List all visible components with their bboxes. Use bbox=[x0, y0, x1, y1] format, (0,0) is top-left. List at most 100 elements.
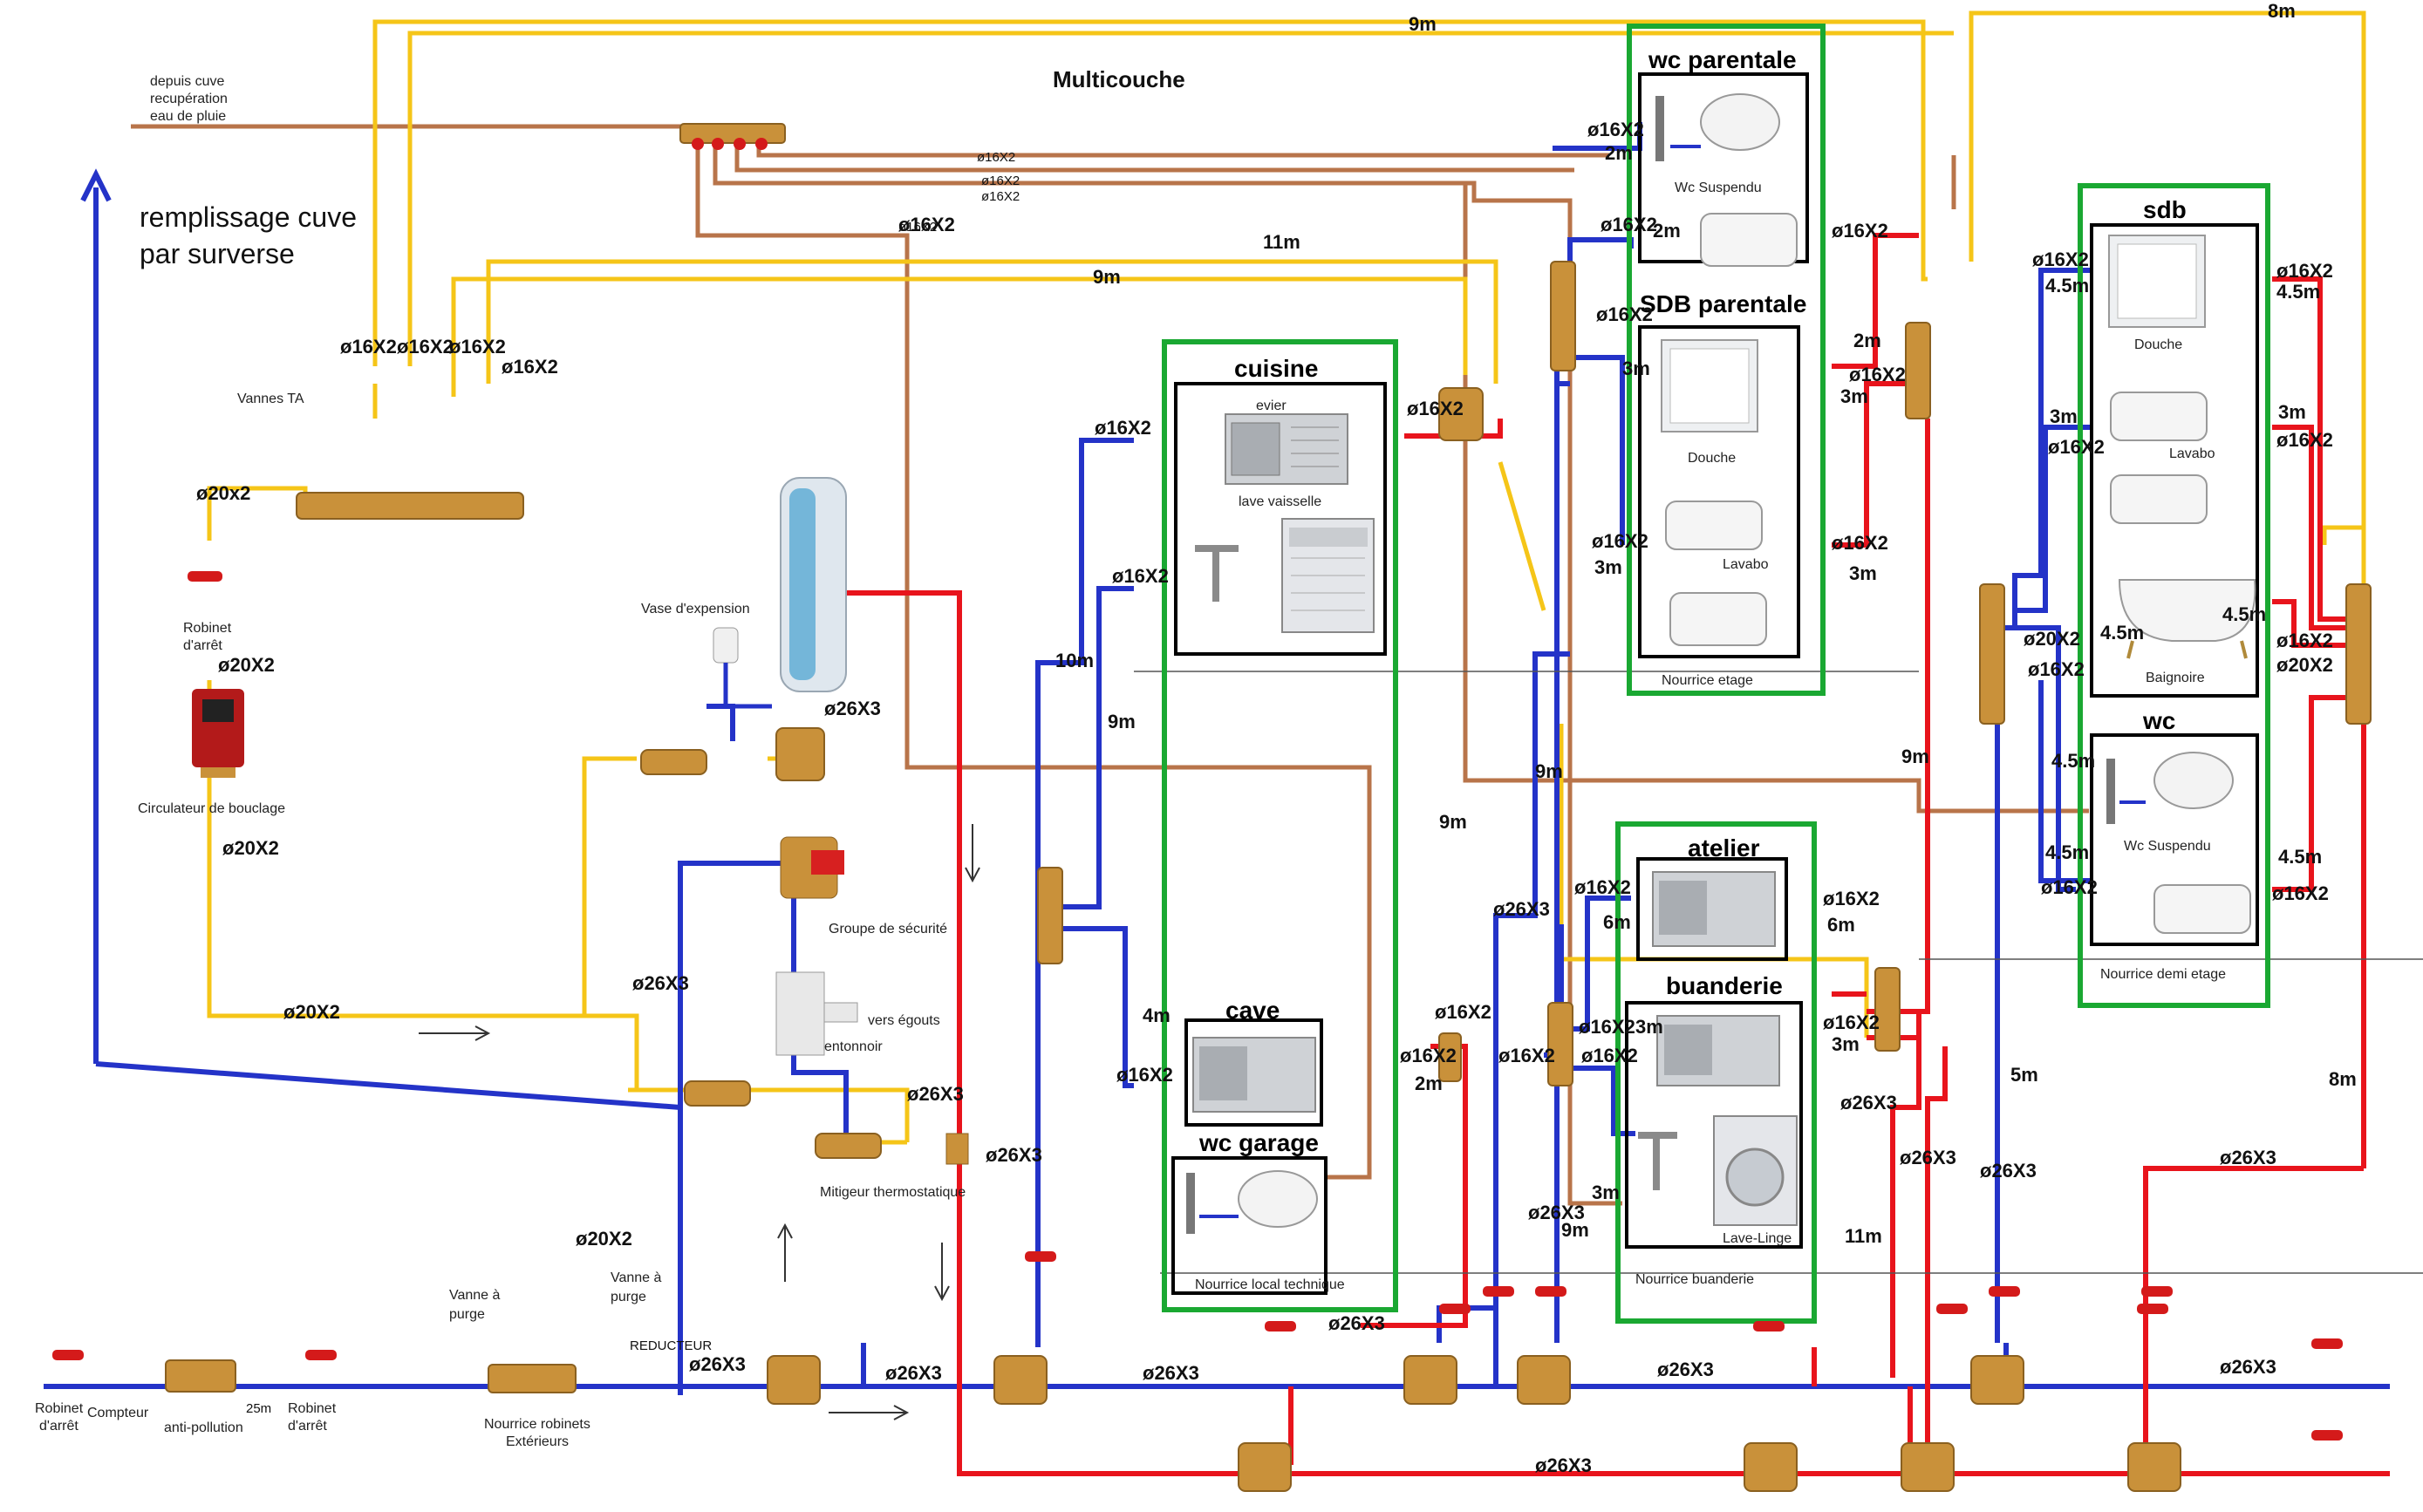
len-label: 4.5m bbox=[2100, 622, 2144, 644]
fixture-evier: evier bbox=[1256, 398, 1287, 413]
dim-label: ø16X2 bbox=[1579, 1016, 1635, 1038]
len-label: 3m bbox=[1832, 1033, 1860, 1055]
len-label: 8m bbox=[2268, 0, 2296, 22]
robinet-icon bbox=[1195, 545, 1239, 602]
group-label-buanderie: Nourrice buanderie bbox=[1635, 1272, 1754, 1287]
dim-label: ø26X3 bbox=[1328, 1312, 1385, 1334]
fixture-lave-linge: Lave-Linge bbox=[1723, 1231, 1792, 1246]
dim-label: ø16X2 bbox=[449, 336, 506, 358]
evier-icon bbox=[1225, 413, 1348, 485]
dim-label: ø16X2 bbox=[977, 150, 1015, 165]
dim-label: ø16X2 bbox=[1574, 876, 1631, 898]
dim-label: ø16X2 bbox=[1435, 1001, 1491, 1023]
dim-label: ø16X2 bbox=[981, 189, 1020, 204]
overflow-note-1: remplissage cuve bbox=[140, 201, 357, 233]
label-nourrice-ext-a: Nourrice robinets bbox=[484, 1417, 590, 1432]
label-dist-25m: 25m bbox=[246, 1401, 271, 1416]
dim-label: ø26X3 bbox=[1657, 1359, 1714, 1380]
room-title-cuisine: cuisine bbox=[1234, 355, 1318, 382]
sdb-lavabo-icon bbox=[2110, 392, 2208, 524]
dim-label: ø16X2 bbox=[2276, 260, 2333, 282]
dim-label: ø16X2 bbox=[1095, 417, 1151, 439]
dim-label: ø26X3 bbox=[1493, 898, 1550, 920]
dim-label: ø16X2 bbox=[2272, 882, 2329, 904]
len-label: 9m bbox=[1535, 760, 1563, 782]
demi-etage-nourrice-hot bbox=[2345, 583, 2372, 725]
len-label: 3m bbox=[1849, 562, 1877, 584]
circulateur-icon bbox=[192, 689, 244, 778]
dim-label: ø16X2 bbox=[1832, 220, 1888, 242]
dim-label: ø16X2 bbox=[2276, 429, 2333, 451]
dim-label: ø26X3 bbox=[632, 972, 689, 994]
room-groups bbox=[1162, 24, 2270, 1324]
rain-pipes bbox=[131, 124, 2089, 1206]
fixture-douche-1: Douche bbox=[1688, 451, 1736, 466]
room-box-atelier bbox=[1636, 857, 1788, 961]
dim-label: ø16X2 bbox=[2032, 249, 2089, 270]
dim-label: ø16X2 bbox=[898, 220, 937, 235]
len-label: 3m bbox=[1594, 556, 1622, 578]
dim-label: ø26X3 bbox=[1900, 1147, 1956, 1168]
label-vanne-purge-2a: Vanne à bbox=[611, 1270, 662, 1285]
len-label: 9m bbox=[1093, 266, 1121, 288]
rain-source-1: depuis cuve bbox=[150, 74, 224, 89]
cuisine-nourrice bbox=[1037, 867, 1063, 964]
len-label: 3m bbox=[1592, 1182, 1620, 1203]
cave-sink-icon bbox=[1192, 1037, 1316, 1113]
label-robinet-2a: Robinet bbox=[288, 1401, 337, 1416]
dim-label: ø16X2 bbox=[1823, 1011, 1880, 1033]
sdb-parentale-lavabo-icon bbox=[1665, 501, 1767, 646]
fixture-wc-suspendu-1: Wc Suspendu bbox=[1675, 180, 1762, 195]
dim-label: ø16X2 bbox=[1498, 1045, 1555, 1066]
group-label-demi-etage: Nourrice demi etage bbox=[2100, 967, 2226, 982]
etage-nourrice-hot bbox=[1905, 322, 1931, 419]
ballon-icon bbox=[780, 477, 847, 692]
cold-pipes bbox=[44, 122, 2390, 1395]
len-label: 3m bbox=[2050, 405, 2078, 427]
overflow-note-2: par surverse bbox=[140, 238, 295, 269]
anti-pollution-valve bbox=[165, 1359, 236, 1393]
group-label-local-technique: Nourrice local technique bbox=[1195, 1277, 1345, 1292]
label-compteur: Compteur bbox=[87, 1406, 149, 1420]
group-demi-etage bbox=[2078, 183, 2270, 1008]
fixture-lavabo-1: Lavabo bbox=[1723, 557, 1769, 572]
dim-label: ø20X2 bbox=[2024, 628, 2080, 650]
room-boxes bbox=[1171, 72, 2259, 1295]
dim-label: ø26X3 bbox=[1143, 1362, 1199, 1384]
label-robinet-arret-1a: Robinet bbox=[183, 621, 232, 636]
lave-vaisselle-icon bbox=[1281, 518, 1375, 633]
room-title-wc-garage: wc garage bbox=[1198, 1129, 1319, 1156]
dim-label: ø16X2 bbox=[2028, 658, 2085, 680]
dim-label: ø16X2 bbox=[1112, 565, 1169, 587]
groupe-securite-icon bbox=[780, 836, 844, 899]
len-label: 3m bbox=[2278, 401, 2306, 423]
len-label: 9m bbox=[1409, 13, 1437, 35]
equipment bbox=[192, 477, 969, 1165]
rain-source-3: eau de pluie bbox=[150, 109, 226, 124]
len-label: 4.5m bbox=[2222, 603, 2266, 625]
dim-label: ø20X2 bbox=[222, 837, 279, 859]
label-groupe-securite: Groupe de sécurité bbox=[829, 922, 947, 936]
room-box-buanderie bbox=[1625, 1001, 1803, 1249]
room-box-wc bbox=[2090, 733, 2259, 946]
dim-label: ø16X2 bbox=[1601, 214, 1657, 235]
dim-label: ø16X2 bbox=[2276, 630, 2333, 651]
fixture-baignoire: Baignoire bbox=[2146, 671, 2205, 685]
label-vers-egouts: vers égouts bbox=[868, 1013, 940, 1028]
cave-nourrice-hot bbox=[1438, 1032, 1462, 1082]
len-label: 5m bbox=[2010, 1064, 2038, 1086]
label-robinet-in-a: Robinet bbox=[35, 1401, 84, 1416]
wc-garage-toilet-icon bbox=[1186, 1170, 1318, 1234]
dim-label: ø16X2 bbox=[1596, 303, 1653, 325]
dim-label: ø26X3 bbox=[2220, 1356, 2276, 1378]
room-box-cave bbox=[1184, 1018, 1323, 1127]
flow-arrows bbox=[419, 824, 980, 1420]
len-label: 3m bbox=[1840, 385, 1868, 407]
len-label: 11m bbox=[1263, 231, 1300, 253]
fixture-wc-suspendu-2: Wc Suspendu bbox=[2124, 839, 2211, 854]
group-etage bbox=[1627, 24, 1826, 696]
room-box-sdb bbox=[2090, 223, 2259, 698]
room-title-wc: wc bbox=[2142, 707, 2175, 734]
valve-handles bbox=[52, 138, 2343, 1440]
label-vanne-purge-1b: purge bbox=[449, 1307, 485, 1322]
